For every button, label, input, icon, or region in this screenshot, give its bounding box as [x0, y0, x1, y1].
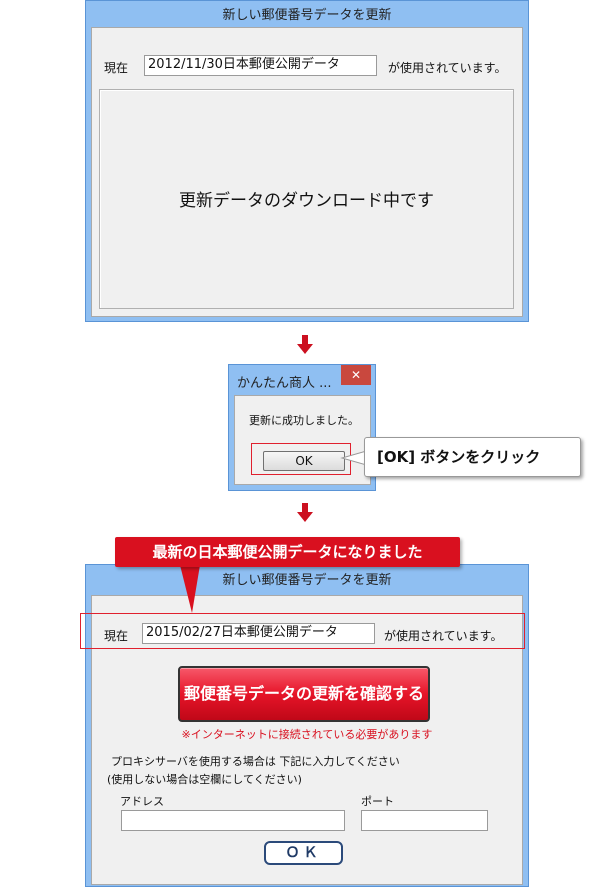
ok-highlight-frame — [251, 443, 351, 475]
port-input[interactable] — [361, 810, 488, 831]
in-use-text: が使用されています。 — [384, 629, 503, 643]
internet-note: ※インターネットに接続されている必要があります — [181, 728, 433, 741]
banner-pointer — [180, 565, 200, 613]
check-update-button[interactable]: 郵便番号データの更新を確認する — [178, 666, 430, 722]
callout-pointer — [340, 449, 370, 467]
proxy-note: (使用しない場合は空欄にしてください) — [107, 773, 302, 786]
bottom-window: 新しい郵便番号データを更新 現在 2015/02/27日本郵便公開データ が使用… — [85, 564, 529, 887]
proxy-instruction: プロキシサーバを使用する場合は 下記に入力してください — [111, 755, 400, 768]
ok-button[interactable]: ＯＫ — [264, 841, 343, 865]
current-label: 現在 — [104, 629, 129, 643]
latest-data-banner: 最新の日本郵便公開データになりました — [115, 537, 460, 567]
dialog-message: 更新に成功しました。 — [249, 414, 359, 427]
dialog-close-button[interactable]: ✕ — [341, 365, 371, 385]
address-label: アドレス — [120, 795, 164, 808]
current-data-field: 2015/02/27日本郵便公開データ — [142, 623, 375, 644]
down-arrow-icon — [297, 335, 313, 355]
bottom-window-title: 新しい郵便番号データを更新 — [222, 573, 392, 588]
top-window: 新しい郵便番号データを更新 現在 2012/11/30日本郵便公開データ が使用… — [85, 0, 529, 322]
in-use-text: が使用されています。 — [388, 61, 507, 75]
top-window-body: 現在 2012/11/30日本郵便公開データ が使用されています。 更新データの… — [91, 27, 523, 317]
current-label: 現在 — [104, 61, 129, 75]
success-dialog: かんたん商人 ... ✕ 更新に成功しました。 OK — [228, 364, 376, 491]
dialog-body: 更新に成功しました。 OK — [234, 395, 371, 485]
port-label: ポート — [361, 795, 394, 808]
address-input[interactable] — [121, 810, 345, 831]
current-data-field: 2012/11/30日本郵便公開データ — [144, 55, 377, 76]
down-arrow-icon — [297, 503, 313, 523]
top-window-title: 新しい郵便番号データを更新 — [222, 8, 392, 23]
dialog-title: かんたん商人 ... — [237, 376, 332, 391]
download-status-text: 更新データのダウンロード中です — [179, 191, 434, 211]
current-row-highlight-frame — [80, 613, 525, 649]
bottom-window-body: 現在 2015/02/27日本郵便公開データ が使用されています。 郵便番号デー… — [91, 595, 523, 885]
close-icon: ✕ — [350, 368, 362, 382]
download-status-panel: 更新データのダウンロード中です — [99, 89, 514, 309]
dialog-ok-button[interactable]: OK — [263, 451, 345, 471]
click-ok-callout: [OK] ボタンをクリック — [364, 437, 581, 477]
